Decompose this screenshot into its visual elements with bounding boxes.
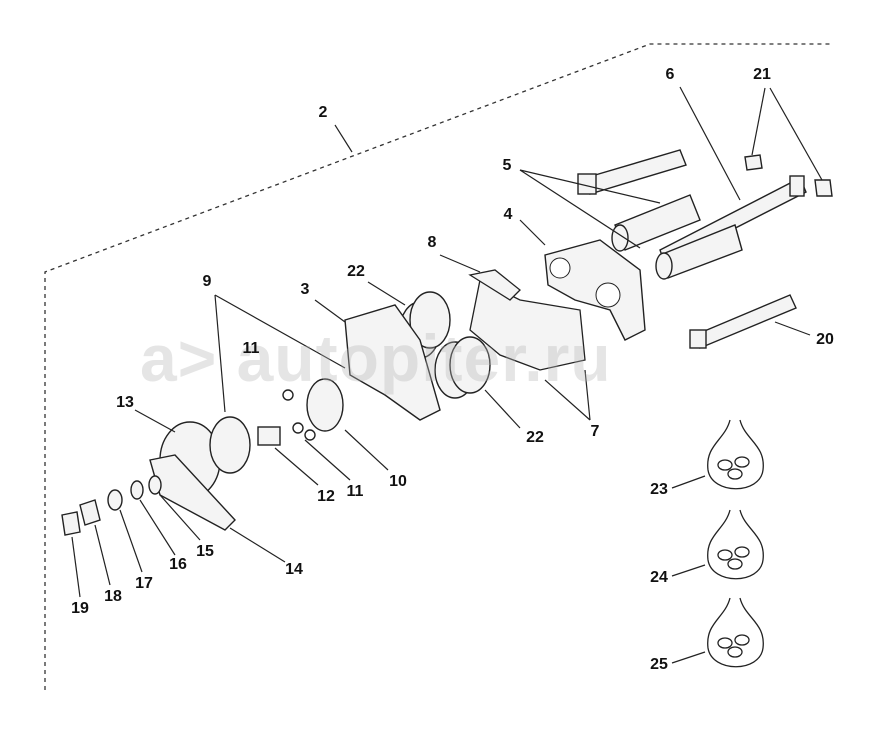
washer-15: [148, 475, 162, 495]
washer-16: [130, 480, 144, 500]
callout-11: 11: [242, 340, 260, 357]
callout-25: 25: [650, 656, 668, 673]
assembly-boundary: [44, 43, 830, 690]
callout-15: 15: [196, 543, 214, 560]
callout-4: 4: [503, 206, 513, 223]
bolt-20: [694, 294, 797, 349]
spacer-18: [79, 499, 101, 526]
callout-12: 12: [317, 488, 335, 505]
plate-10: [306, 378, 344, 432]
callout-22b: 22: [526, 429, 544, 446]
housing-3: [344, 304, 441, 421]
callout-7: 7: [590, 423, 600, 440]
callout-20: 20: [816, 331, 834, 348]
callout-9: 9: [202, 273, 212, 290]
leader-lines: [71, 86, 823, 664]
callout-10: 10: [389, 473, 407, 490]
plate-8: [468, 269, 521, 301]
callout-22: 22: [347, 263, 365, 280]
callout-14: 14: [285, 561, 303, 578]
gasket-7: [469, 279, 586, 371]
watermark-logo: a>: [140, 321, 218, 395]
spacers: [611, 194, 743, 280]
callout-5: 5: [502, 157, 512, 174]
callout-3: 3: [300, 281, 310, 298]
callout-19: 19: [71, 600, 89, 617]
callout-21: 21: [753, 66, 771, 83]
callout-11b: 11: [346, 483, 364, 500]
bolt-head-long: [789, 175, 805, 197]
watermark: a> autopiter.ru: [140, 320, 612, 396]
nut-19: [61, 511, 81, 536]
watermark-text: autopiter.ru: [236, 321, 612, 395]
callout-24: 24: [650, 569, 668, 586]
callout-13: 13: [116, 394, 134, 411]
washer-17: [107, 489, 123, 511]
callout-2: 2: [318, 104, 328, 121]
callout-16: 16: [169, 556, 187, 573]
callout-23: 23: [650, 481, 668, 498]
plate-9: [209, 416, 251, 474]
tensioner-parts: [61, 378, 344, 536]
callout-17: 17: [135, 575, 153, 592]
callout-18: 18: [104, 588, 122, 605]
callout-6: 6: [665, 66, 675, 83]
bracket-hole: [595, 282, 621, 308]
kit-bags: [707, 419, 764, 668]
bolt-head-20: [689, 329, 707, 349]
callout-8: 8: [427, 234, 437, 251]
nut-21b: [814, 179, 833, 197]
nut-21a: [744, 154, 763, 171]
bolt-6: [584, 149, 687, 195]
bracket-hole: [549, 257, 571, 279]
ball-11: [282, 389, 294, 401]
bushing-12: [257, 426, 281, 446]
